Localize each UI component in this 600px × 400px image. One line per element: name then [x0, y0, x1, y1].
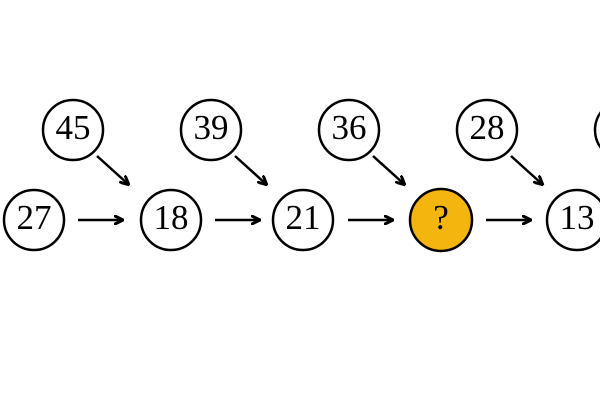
diagonal-arrow-2	[234, 155, 266, 184]
bottom-node-1: 27	[2, 188, 66, 252]
bottom-node-4-unknown: ?	[408, 187, 474, 253]
top-node-1-label: 45	[56, 108, 91, 147]
bottom-node-3: 21	[271, 188, 335, 252]
top-node-2: 39	[179, 98, 243, 162]
top-node-3-label: 36	[332, 108, 367, 147]
bottom-node-1-label: 27	[17, 198, 52, 237]
bottom-node-4-label: ?	[433, 198, 449, 237]
bottom-node-5: 13	[545, 188, 600, 252]
diagonal-arrow-1	[96, 155, 128, 184]
bottom-node-2: 18	[139, 188, 203, 252]
top-node-3: 36	[317, 98, 381, 162]
top-node-5	[593, 111, 600, 149]
top-node-4-label: 28	[470, 108, 505, 147]
diagonal-arrow-3	[372, 155, 404, 184]
diagonal-arrow-4	[510, 155, 542, 184]
top-node-2-label: 39	[194, 108, 229, 147]
top-node-4: 28	[455, 98, 519, 162]
bottom-node-3-label: 21	[286, 198, 321, 237]
top-node-1: 45	[41, 98, 105, 162]
bottom-node-5-label: 13	[560, 198, 595, 237]
bottom-node-2-label: 18	[154, 198, 189, 237]
